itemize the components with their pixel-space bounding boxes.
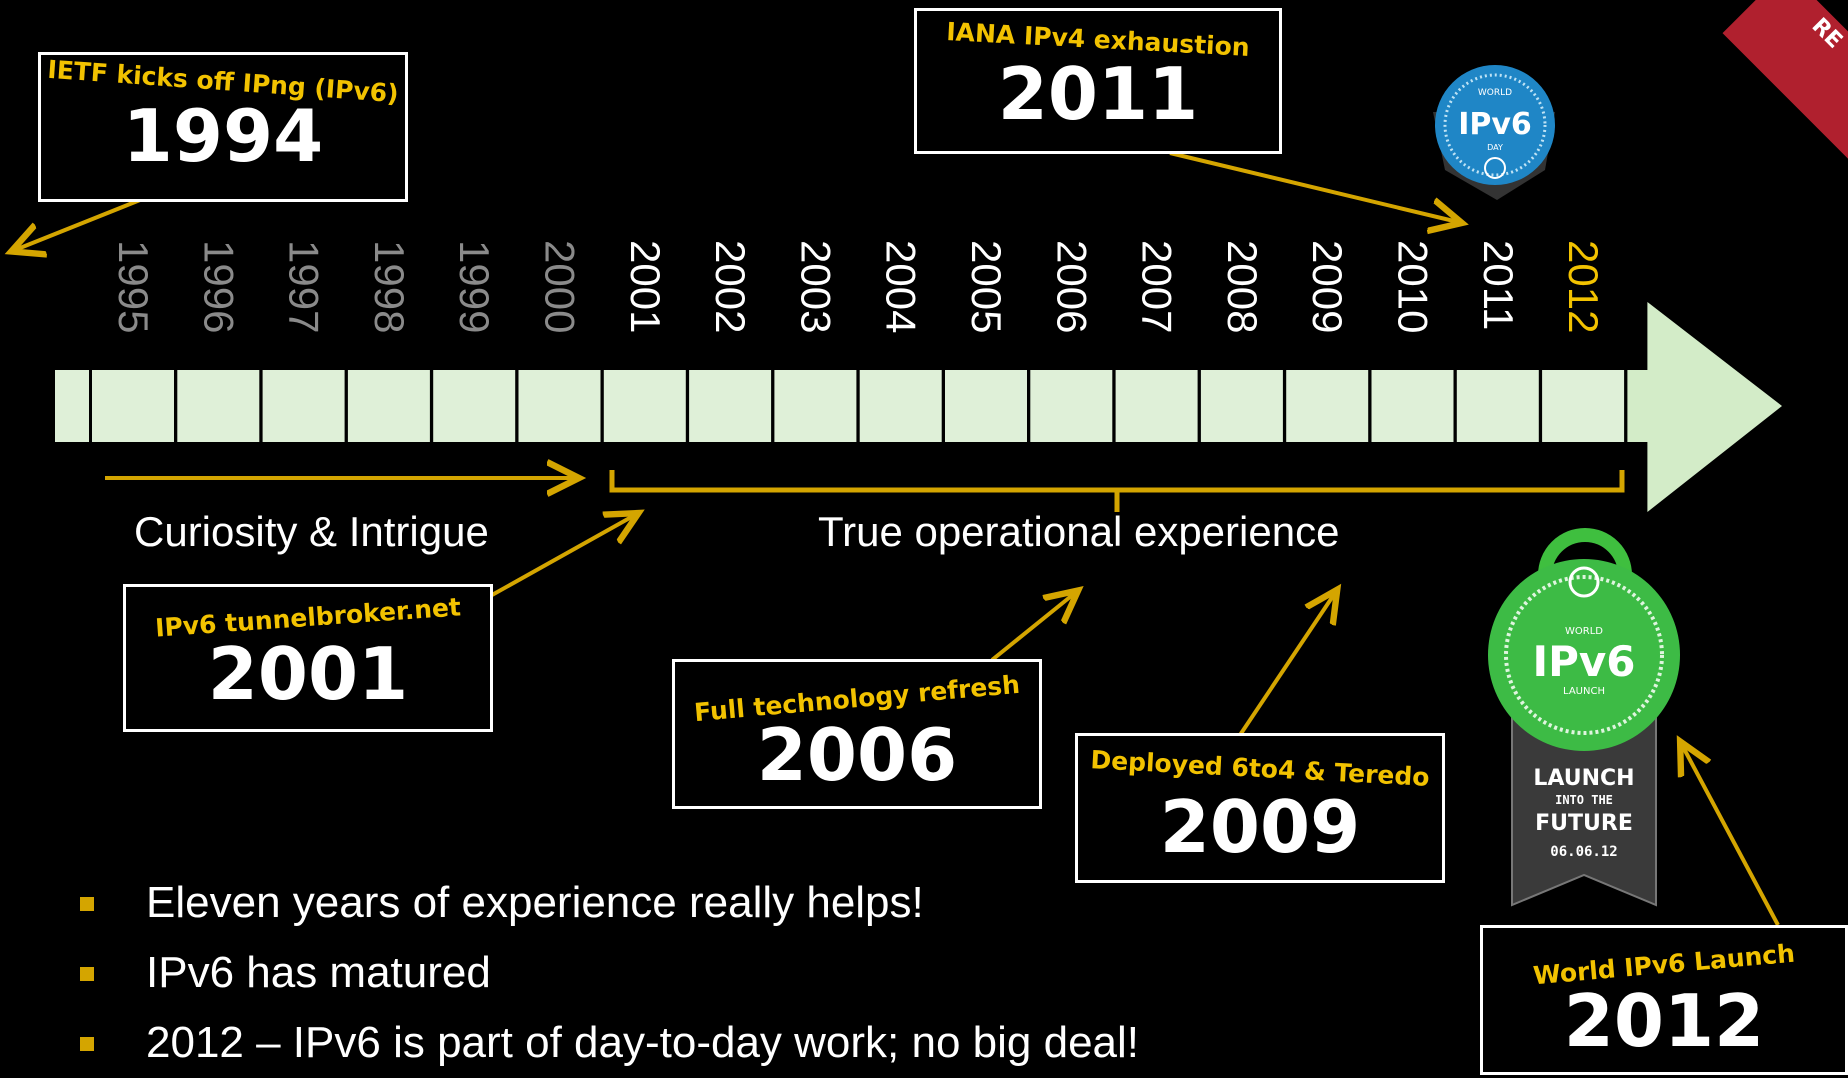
year-label: 2008 <box>1219 240 1266 333</box>
timeline-segment <box>1371 370 1454 442</box>
timeline-segment <box>177 370 260 442</box>
year-label: 1997 <box>281 240 328 333</box>
launch-arrow <box>1682 745 1780 926</box>
callout-ietf: IETF kicks off IPng (IPv6) 1994 <box>38 52 408 202</box>
ietf-arrow <box>15 198 141 250</box>
timeline-segment <box>433 370 516 442</box>
ribbon-line1: LAUNCH <box>1533 766 1634 791</box>
bullet-item: Eleven years of experience really helps! <box>80 868 1139 938</box>
phase-curiosity: Curiosity & Intrigue <box>134 508 489 555</box>
ipv6-launch-bottom: LAUNCH <box>1563 686 1605 697</box>
callout-refresh-year: 2006 <box>756 713 958 797</box>
timeline-segment <box>1115 370 1198 442</box>
phase-operational: True operational experience <box>818 508 1340 555</box>
timeline-segment <box>603 370 686 442</box>
bullet-item: 2012 – IPv6 is part of day-to-day work; … <box>80 1008 1139 1078</box>
timeline-segment <box>347 370 430 442</box>
globe-icon <box>1484 157 1506 179</box>
timeline-segment <box>774 370 857 442</box>
callout-tunnelbroker: IPv6 tunnelbroker.net 2001 <box>123 584 493 732</box>
callout-iana-year: 2011 <box>997 52 1199 136</box>
ipv6-day-top: WORLD <box>1478 88 1512 98</box>
timeline-segment <box>1456 370 1539 442</box>
year-label: 2001 <box>622 240 669 333</box>
ribbon-line3: FUTURE <box>1535 811 1633 836</box>
timeline-segment <box>518 370 601 442</box>
bullet-marker <box>80 897 94 911</box>
year-label: 2010 <box>1390 240 1437 333</box>
bullet-text: IPv6 has matured <box>146 948 491 997</box>
deployed-arrow <box>1238 593 1335 737</box>
callout-tunnelbroker-year: 2001 <box>207 632 409 716</box>
globe-icon <box>1568 566 1600 598</box>
timeline-segment <box>55 370 89 442</box>
year-labels: 1995 1996 1997 1998 1999 2000 2001 2002 2003 2004… <box>110 240 1607 333</box>
ipv6-day-main: IPv6 <box>1458 107 1532 142</box>
year-label: 1996 <box>195 240 242 333</box>
timeline-segment <box>1542 370 1625 442</box>
ipv6-day-bottom: DAY <box>1487 143 1503 152</box>
bullet-marker <box>80 1037 94 1051</box>
callout-iana: IANA IPv4 exhaustion 2011 <box>914 8 1282 154</box>
year-label: 1998 <box>366 240 413 333</box>
timeline-segment <box>689 370 772 442</box>
year-label: 2007 <box>1134 240 1181 333</box>
ribbon-date: 06.06.12 <box>1550 844 1617 860</box>
operational-bracket <box>609 470 1625 512</box>
timeline-segment <box>1200 370 1283 442</box>
timeline-segment <box>262 370 345 442</box>
ipv6-launch-badge: WORLD IPv6 LAUNCH LAUNCH INTO THE FUTURE… <box>1488 528 1680 907</box>
ribbon-line2: INTO THE <box>1555 793 1613 807</box>
timeline-segment <box>945 370 1027 442</box>
year-label: 2011 <box>1475 240 1522 330</box>
callout-refresh: Full technology refresh 2006 <box>672 659 1042 809</box>
timeline-segment <box>92 370 174 442</box>
timeline-segment <box>1030 370 1113 442</box>
year-label: 2004 <box>878 240 925 333</box>
callout-deployed: Deployed 6to4 & Teredo 2009 <box>1075 733 1445 883</box>
year-label: 2005 <box>963 240 1010 333</box>
callout-launch: World IPv6 Launch 2012 <box>1480 925 1848 1075</box>
timeline-arrowhead <box>1627 302 1782 512</box>
callout-deployed-year: 2009 <box>1159 785 1361 869</box>
year-label: 2006 <box>1048 240 1095 333</box>
timeline-bar <box>55 302 1782 512</box>
year-label: 2012 <box>1560 240 1607 333</box>
bullet-marker <box>80 967 94 981</box>
refresh-arrow <box>990 593 1075 662</box>
ipv6-launch-main: IPv6 <box>1532 637 1635 686</box>
year-label: 2003 <box>792 240 839 333</box>
ipv6-day-badge: WORLD IPv6 DAY <box>1433 65 1555 200</box>
callout-ietf-year: 1994 <box>122 94 324 178</box>
callout-launch-year: 2012 <box>1563 979 1765 1063</box>
timeline-segment <box>1286 370 1369 442</box>
ipv6-launch-top: WORLD <box>1565 626 1603 637</box>
year-label: 1999 <box>451 240 498 333</box>
bullet-text: Eleven years of experience really helps! <box>146 878 924 927</box>
iana-arrow <box>1169 151 1458 222</box>
year-label: 2009 <box>1304 240 1351 333</box>
bullet-list: Eleven years of experience really helps!… <box>80 868 1139 1078</box>
tunnelbroker-arrow <box>491 515 635 597</box>
year-label: 1995 <box>110 240 157 333</box>
bullet-text: 2012 – IPv6 is part of day-to-day work; … <box>146 1018 1140 1067</box>
timeline-segment <box>859 370 942 442</box>
year-label: 2002 <box>707 240 754 333</box>
bullet-item: IPv6 has matured <box>80 938 1139 1008</box>
year-label: 2000 <box>537 240 584 333</box>
